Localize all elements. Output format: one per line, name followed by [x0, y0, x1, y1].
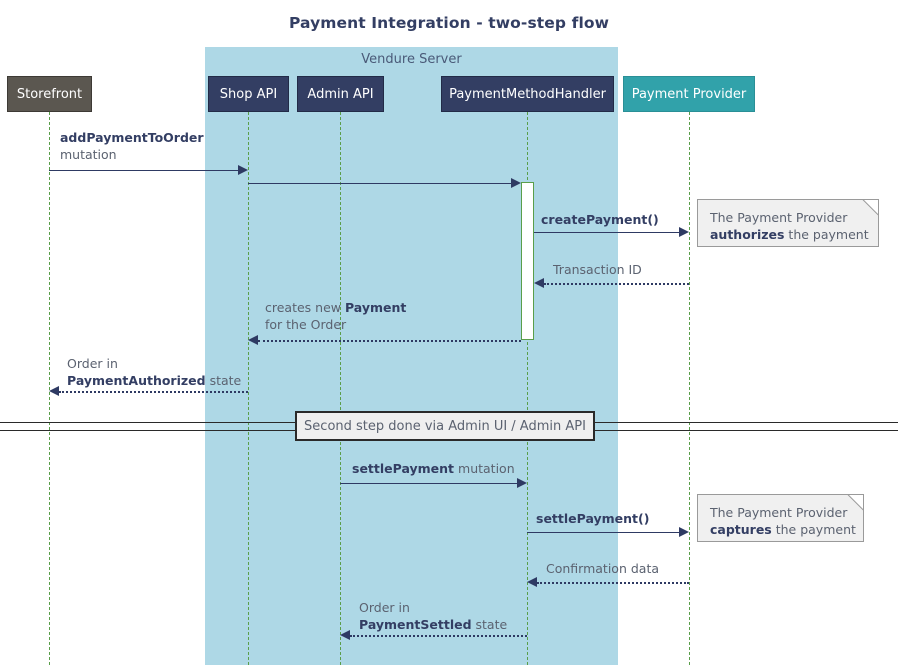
- participant-payment-provider[interactable]: Payment Provider: [623, 76, 755, 112]
- msg-arrow-order-payment-authorized: [49, 386, 59, 396]
- note-authorizes-line2: authorizes the payment: [710, 227, 869, 242]
- msg-label-creates-new-payment-line2: for the Order: [265, 317, 347, 332]
- participant-shop-api[interactable]: Shop API: [208, 76, 289, 112]
- msg-label-order-payment-settled-line2: PaymentSettled state: [359, 617, 508, 632]
- group-label-vendure-server: Vendure Server: [361, 52, 462, 67]
- note-fold-icon: [863, 199, 879, 215]
- participant-admin-api[interactable]: Admin API: [297, 76, 384, 112]
- msg-arrow-settle-payment-call: [679, 527, 689, 537]
- msg-bold-add-payment-to-order: addPaymentToOrder: [60, 130, 204, 145]
- note-fold-side-icon: [878, 199, 879, 216]
- participant-label-storefront: Storefront: [16, 86, 83, 102]
- activation-payment-method-handler-1: [521, 182, 534, 340]
- msg-arrow-creates-new-payment: [248, 335, 258, 345]
- lifeline-payment-method-handler: [527, 112, 528, 665]
- msg-label-order-payment-settled: Order in: [359, 600, 410, 615]
- note-authorizes: The Payment Provider authorizes the paym…: [697, 199, 879, 247]
- msg-line-settle-payment-mutation: [340, 483, 517, 484]
- divider-label-box: Second step done via Admin UI / Admin AP…: [295, 411, 595, 441]
- msg-arrow-transaction-id: [534, 278, 544, 288]
- participant-payment-method-handler[interactable]: PaymentMethodHandler: [441, 76, 614, 112]
- msg-line-create-payment: [534, 232, 679, 233]
- msg-label-order-payment-authorized-line2: PaymentAuthorized state: [67, 373, 242, 388]
- participant-label-admin-api: Admin API: [307, 86, 374, 102]
- msg-line-transaction-id: [544, 283, 689, 285]
- group-box-vendure-server: [205, 47, 618, 665]
- msg-label-order-payment-authorized: Order in: [67, 356, 118, 371]
- note-captures: The Payment Provider captures the paymen…: [697, 494, 864, 542]
- lifeline-payment-provider: [689, 112, 690, 665]
- lifeline-admin-api: [340, 112, 341, 665]
- participant-label-shop-api: Shop API: [219, 86, 278, 102]
- msg-label-create-payment: createPayment(): [541, 212, 659, 227]
- msg-label-settle-payment-mutation: settlePayment mutation: [352, 461, 515, 476]
- note-fold-edge-icon: [862, 199, 879, 200]
- msg-arrow-order-payment-settled: [340, 630, 350, 640]
- msg-line-settle-payment-call: [527, 532, 679, 533]
- msg-line-add-payment-to-order: [49, 170, 238, 171]
- note-fold-icon: [848, 494, 864, 510]
- msg-line-creates-new-payment: [258, 340, 521, 342]
- note-fold-side-icon: [863, 494, 864, 511]
- lifeline-shop-api: [248, 112, 249, 665]
- msg-label-confirmation-data: Confirmation data: [546, 561, 660, 576]
- participant-label-payment-provider: Payment Provider: [631, 86, 747, 102]
- note-captures-line1: The Payment Provider: [710, 505, 848, 520]
- note-authorizes-line1: The Payment Provider: [710, 210, 848, 225]
- msg-line-order-payment-settled: [350, 635, 527, 637]
- msg-arrow-create-payment: [679, 227, 689, 237]
- msg-arrow-confirmation-data: [527, 577, 537, 587]
- participant-storefront[interactable]: Storefront: [7, 76, 92, 112]
- msg-label-transaction-id: Transaction ID: [553, 262, 642, 277]
- msg-line-order-payment-authorized: [59, 391, 248, 393]
- note-fold-edge-icon: [847, 494, 864, 495]
- msg-label-add-payment-to-order-line2: mutation: [60, 147, 117, 162]
- participant-label-payment-method-handler: PaymentMethodHandler: [449, 86, 606, 102]
- msg-label-settle-payment-call: settlePayment(): [536, 511, 650, 526]
- divider-label: Second step done via Admin UI / Admin AP…: [304, 418, 586, 434]
- msg-label-add-payment-to-order: addPaymentToOrder: [60, 130, 204, 145]
- msg-arrow-add-payment-to-order: [238, 165, 248, 175]
- page-title: Payment Integration - two-step flow: [288, 14, 610, 32]
- msg-bold-create-payment: createPayment(): [541, 212, 659, 227]
- note-captures-line2: captures the payment: [710, 522, 856, 537]
- msg-arrow-shop-api-to-handler: [511, 178, 521, 188]
- msg-line-shop-api-to-handler: [248, 183, 511, 184]
- msg-arrow-settle-payment-mutation: [517, 478, 527, 488]
- msg-line-confirmation-data: [537, 582, 689, 584]
- msg-label-creates-new-payment: creates new Payment: [265, 300, 407, 315]
